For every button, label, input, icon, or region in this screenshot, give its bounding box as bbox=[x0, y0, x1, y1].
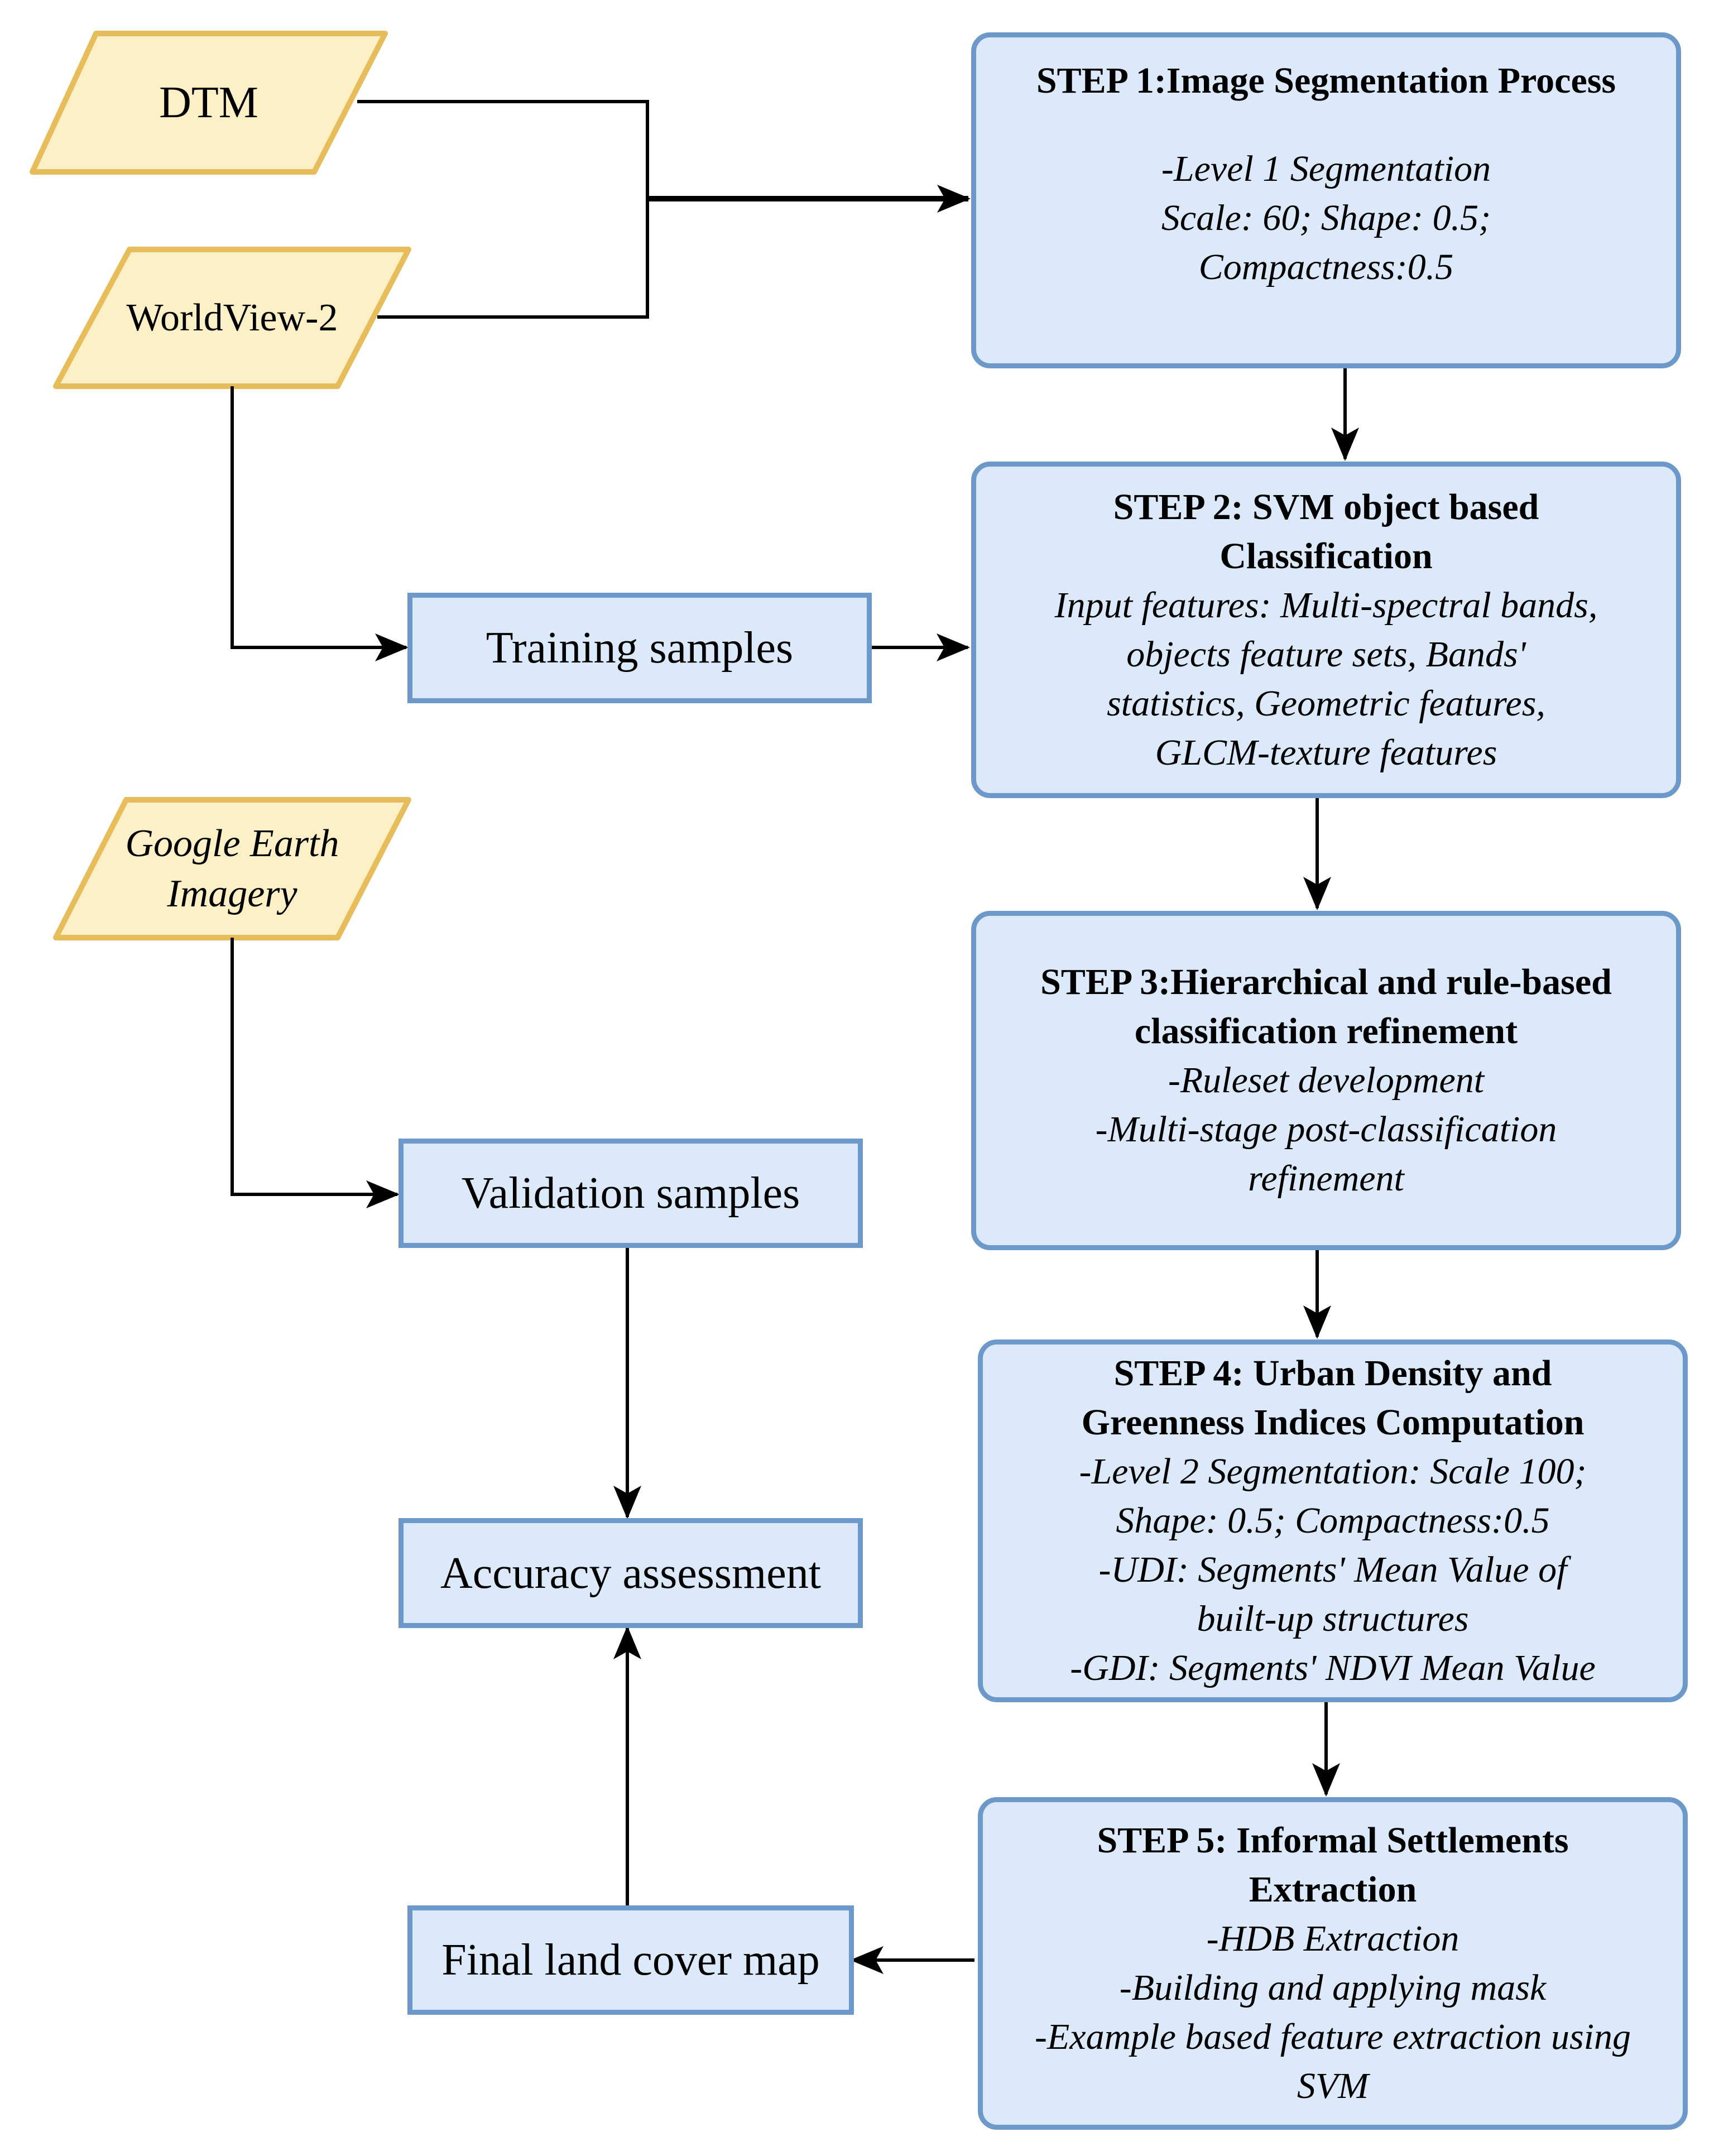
accuracy-assessment-box: Accuracy assessment bbox=[399, 1518, 863, 1628]
step-4-detail: -Level 2 Segmentation: Scale 100; bbox=[1079, 1451, 1587, 1492]
step-2-title: STEP 2: SVM object based bbox=[1113, 486, 1539, 527]
final-land-cover-map-box: Final land cover map bbox=[407, 1905, 854, 2015]
step-2-detail: GLCM-texture features bbox=[1155, 732, 1497, 773]
google-earth-label-line: Imagery bbox=[167, 872, 297, 915]
dtm-label: DTM bbox=[159, 78, 258, 127]
validation-samples-box: Validation samples bbox=[399, 1139, 863, 1248]
step-1-title: STEP 1:Image Segmentation Process bbox=[1036, 56, 1616, 105]
step-1-detail: -Level 1 Segmentation bbox=[1161, 148, 1491, 189]
step-3-title: STEP 3:Hierarchical and rule-based bbox=[1040, 962, 1612, 1002]
google-earth-input: Google Earth Imagery bbox=[56, 800, 409, 938]
worldview-input: WorldView-2 bbox=[56, 249, 409, 386]
google-earth-input-shape bbox=[53, 797, 411, 940]
step-4-detail: built-up structures bbox=[1197, 1598, 1469, 1639]
step-5-detail: -Example based feature extraction using bbox=[1035, 2016, 1631, 2057]
accuracy-assessment-label: Accuracy assessment bbox=[440, 1548, 821, 1598]
arrow-google-to-validation bbox=[231, 938, 400, 1208]
step-5-box: STEP 5: Informal Settlements Extraction … bbox=[978, 1797, 1688, 2130]
training-samples-box: Training samples bbox=[407, 593, 872, 703]
step-4-detail: -GDI: Segments' NDVI Mean Value bbox=[1070, 1648, 1596, 1688]
step-4-title: Greenness Indices Computation bbox=[1081, 1402, 1585, 1443]
step-3-detail: -Ruleset development bbox=[1168, 1060, 1485, 1101]
step-2-detail: Input features: Multi-spectral bands, bbox=[1054, 584, 1598, 626]
final-land-cover-map-label: Final land cover map bbox=[441, 1936, 820, 1985]
step-2-box: STEP 2: SVM object based Classification … bbox=[971, 462, 1681, 798]
step-1-box: STEP 1:Image Segmentation Process -Level… bbox=[971, 32, 1681, 368]
step-2-detail: objects feature sets, Bands' bbox=[1126, 633, 1526, 675]
step-5-detail: -HDB Extraction bbox=[1206, 1918, 1459, 1959]
validation-samples-label: Validation samples bbox=[461, 1169, 800, 1218]
connector-dtm-merge bbox=[357, 100, 649, 319]
google-earth-label-line: Google Earth bbox=[125, 822, 339, 865]
worldview-label: WorldView-2 bbox=[126, 296, 338, 339]
training-samples-label: Training samples bbox=[486, 623, 794, 673]
step-3-title: classification refinement bbox=[1134, 1011, 1518, 1051]
step-1-detail: Compactness:0.5 bbox=[1198, 247, 1454, 287]
step-4-title: STEP 4: Urban Density and bbox=[1113, 1353, 1552, 1394]
step-5-detail: SVM bbox=[1297, 2066, 1369, 2106]
step-5-detail: -Building and applying mask bbox=[1119, 1967, 1547, 2008]
step-5-title: STEP 5: Informal Settlements bbox=[1097, 1820, 1569, 1861]
step-4-detail: -UDI: Segments' Mean Value of bbox=[1098, 1549, 1567, 1590]
worldview-input-shape bbox=[53, 247, 411, 389]
step-4-detail: Shape: 0.5; Compactness:0.5 bbox=[1116, 1500, 1550, 1541]
step-2-title: Classification bbox=[1220, 535, 1433, 577]
step-5-title: Extraction bbox=[1249, 1869, 1417, 1910]
step-title-line: STEP 1:Image Segmentation Process bbox=[1036, 60, 1616, 101]
dtm-input-shape bbox=[30, 31, 388, 175]
arrow-worldview-to-training bbox=[231, 386, 409, 661]
step-4-box: STEP 4: Urban Density and Greenness Indi… bbox=[978, 1339, 1688, 1702]
step-3-detail: -Multi-stage post-classification bbox=[1095, 1109, 1557, 1150]
step-2-detail: statistics, Geometric features, bbox=[1107, 683, 1545, 724]
step-1-detail: Scale: 60; Shape: 0.5; bbox=[1161, 198, 1491, 238]
step-3-detail: refinement bbox=[1248, 1158, 1404, 1199]
dtm-input: DTM bbox=[32, 33, 385, 172]
step-3-box: STEP 3:Hierarchical and rule-based class… bbox=[971, 911, 1681, 1250]
